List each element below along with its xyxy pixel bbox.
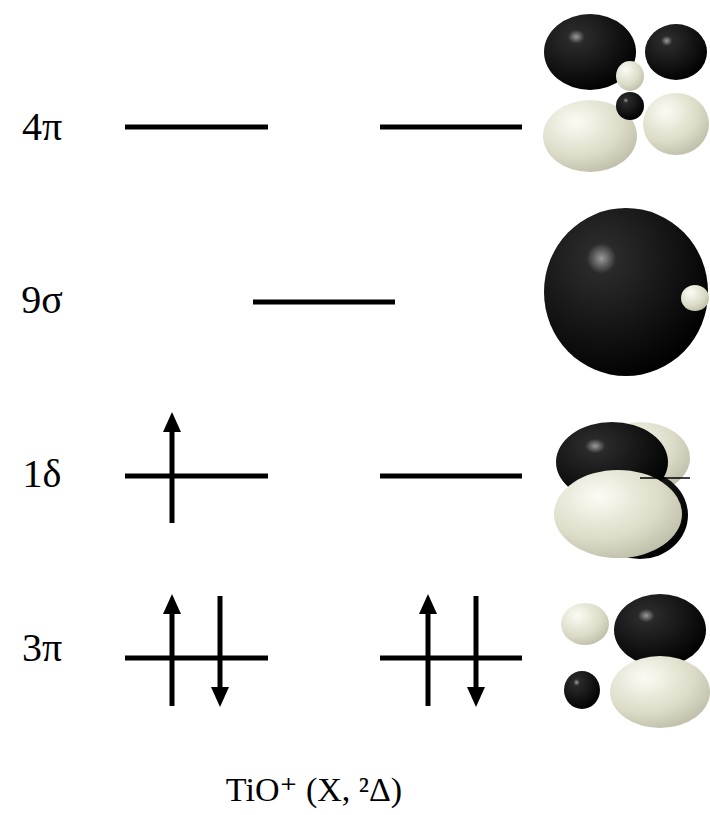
level-line — [125, 125, 268, 130]
orbital-4pi — [543, 14, 709, 172]
lobe — [610, 656, 710, 728]
level-line — [380, 656, 522, 661]
lobe — [614, 594, 706, 666]
lobe — [564, 671, 600, 709]
spin-up-arrow — [170, 608, 175, 706]
level-line — [125, 656, 268, 661]
lobe — [544, 208, 708, 376]
orbital-9sigma — [544, 208, 709, 376]
arrow-head — [211, 687, 229, 707]
lobe — [645, 24, 707, 80]
arrow-head — [163, 412, 181, 432]
arrow-head — [163, 594, 181, 614]
lobe — [616, 61, 644, 91]
state-caption: TiO⁺ (X, ²Δ) — [226, 773, 402, 807]
arrow-head — [467, 687, 485, 707]
orbital-label: 1δ — [23, 454, 62, 494]
lobe — [681, 285, 709, 311]
spin-down-arrow — [474, 596, 479, 692]
lobe — [643, 93, 709, 155]
spin-up-arrow — [426, 608, 431, 706]
orbital-1delta — [554, 422, 690, 559]
lobe — [616, 92, 644, 120]
orbital-label: 9σ — [21, 280, 63, 320]
level-line — [380, 474, 522, 479]
lobe — [561, 603, 609, 645]
spin-up-arrow — [170, 428, 175, 523]
electron-arrows — [163, 412, 485, 707]
orbital-label: 4π — [22, 107, 62, 147]
level-line — [380, 125, 522, 130]
energy-levels — [125, 127, 522, 658]
orbital-label: 3π — [22, 628, 62, 668]
level-line — [125, 474, 268, 479]
spin-down-arrow — [218, 596, 223, 692]
level-line — [253, 300, 395, 305]
lobe — [554, 470, 682, 558]
axis-line — [640, 477, 690, 479]
arrow-head — [419, 594, 437, 614]
orbital-3pi — [561, 594, 710, 728]
